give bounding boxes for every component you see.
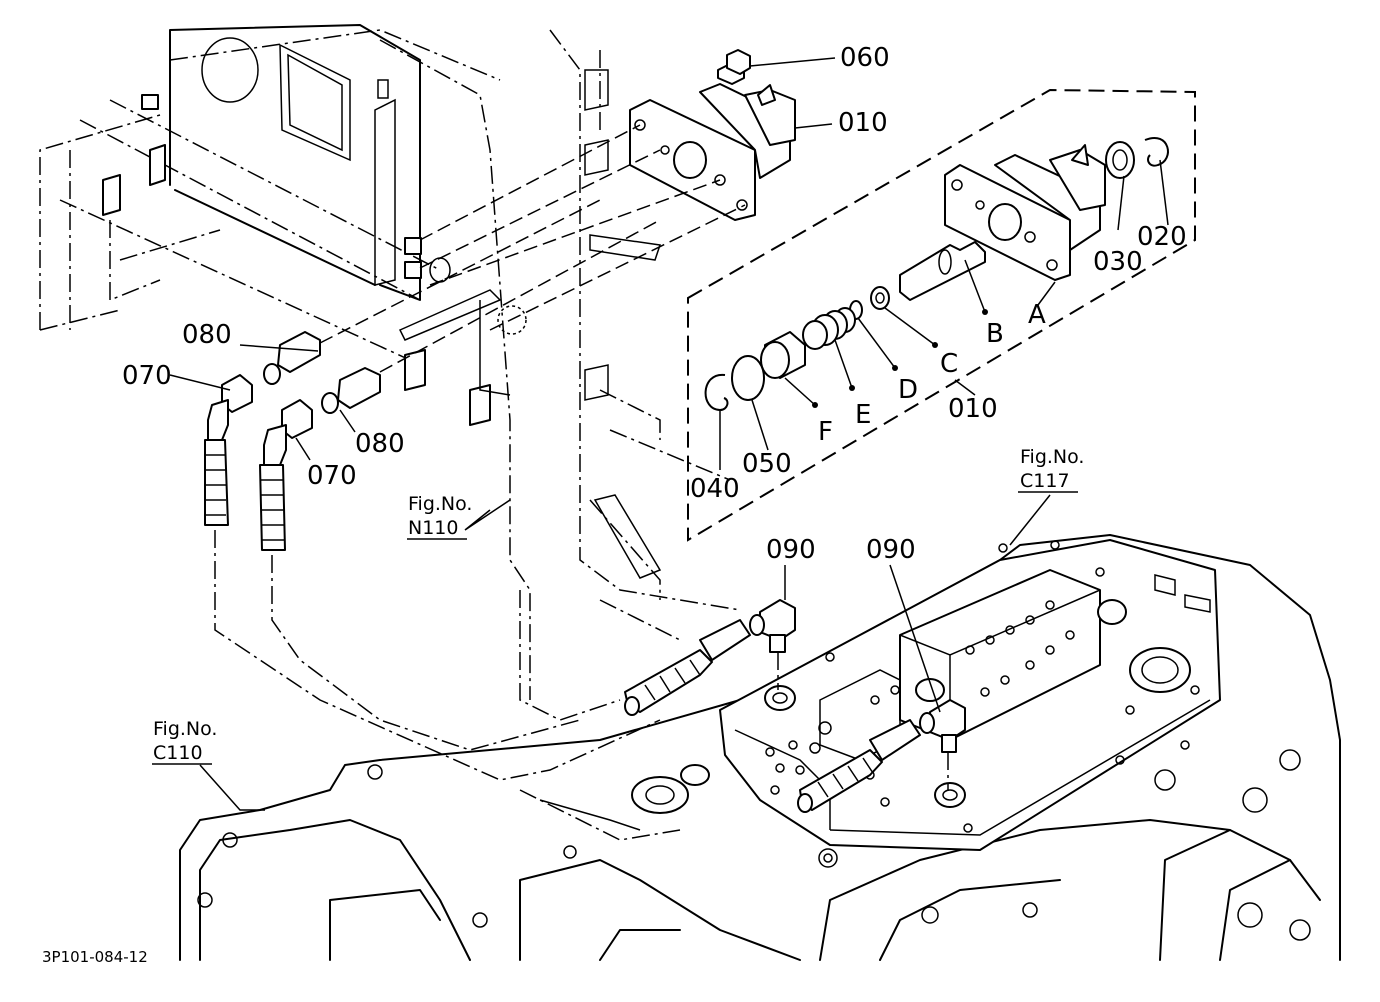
fig-ref-n110-title: Fig.No. [408,493,472,515]
cap-F [760,331,806,379]
detail-boundary [687,88,1196,542]
callout-F: F [818,417,833,447]
hose-assembly-left [204,331,661,781]
callout-070-right: 070 [307,461,357,491]
callout-050: 050 [742,449,792,479]
spring-E [802,307,856,350]
fitting-060 [717,49,751,85]
o-ring-050 [731,355,765,401]
callout-030: 030 [1093,247,1143,277]
snap-ring-020 [1144,137,1169,167]
callout-080-right: 080 [355,429,405,459]
callout-070-left: 070 [122,361,172,391]
callout-E: E [855,400,871,430]
callout-040: 040 [690,474,740,504]
fig-ref-c117-title: Fig.No. [1020,446,1084,468]
callout-020: 020 [1137,222,1187,252]
washer-C [870,286,890,310]
elbow-fitting-090-right [797,699,966,813]
callout-A: A [1028,300,1046,330]
callout-D: D [898,375,918,405]
solenoid-valve-detail [944,144,1106,281]
transmission-case [179,534,1341,961]
fig-ref-n110-code: N110 [408,517,458,539]
snap-ring-040 [704,373,729,411]
callout-060: 060 [840,43,890,73]
hose-assembly-right [259,367,581,751]
callout-090-right: 090 [866,535,916,565]
callout-B: B [986,319,1004,349]
fig-ref-c110-title: Fig.No. [153,718,217,740]
callout-080-left: 080 [182,320,232,350]
fig-ref-c117-code: C117 [1020,470,1070,492]
callout-090-left: 090 [766,535,816,565]
callout-010-detail: 010 [948,394,998,424]
callout-C: C [940,349,958,379]
spool-B [899,241,986,301]
callout-010: 010 [838,108,888,138]
figure-ref-underlines [152,491,1078,765]
elbow-fitting-090-left [624,599,796,716]
fig-ref-c110-code: C110 [153,742,203,764]
valve-block [719,539,1221,851]
assembly-guide-lines [319,124,746,373]
leader-lines [169,57,1169,811]
drawing-code: 3P101-084-12 [42,948,148,966]
seal-030 [1105,141,1135,179]
tractor-frame-outline [39,24,741,721]
